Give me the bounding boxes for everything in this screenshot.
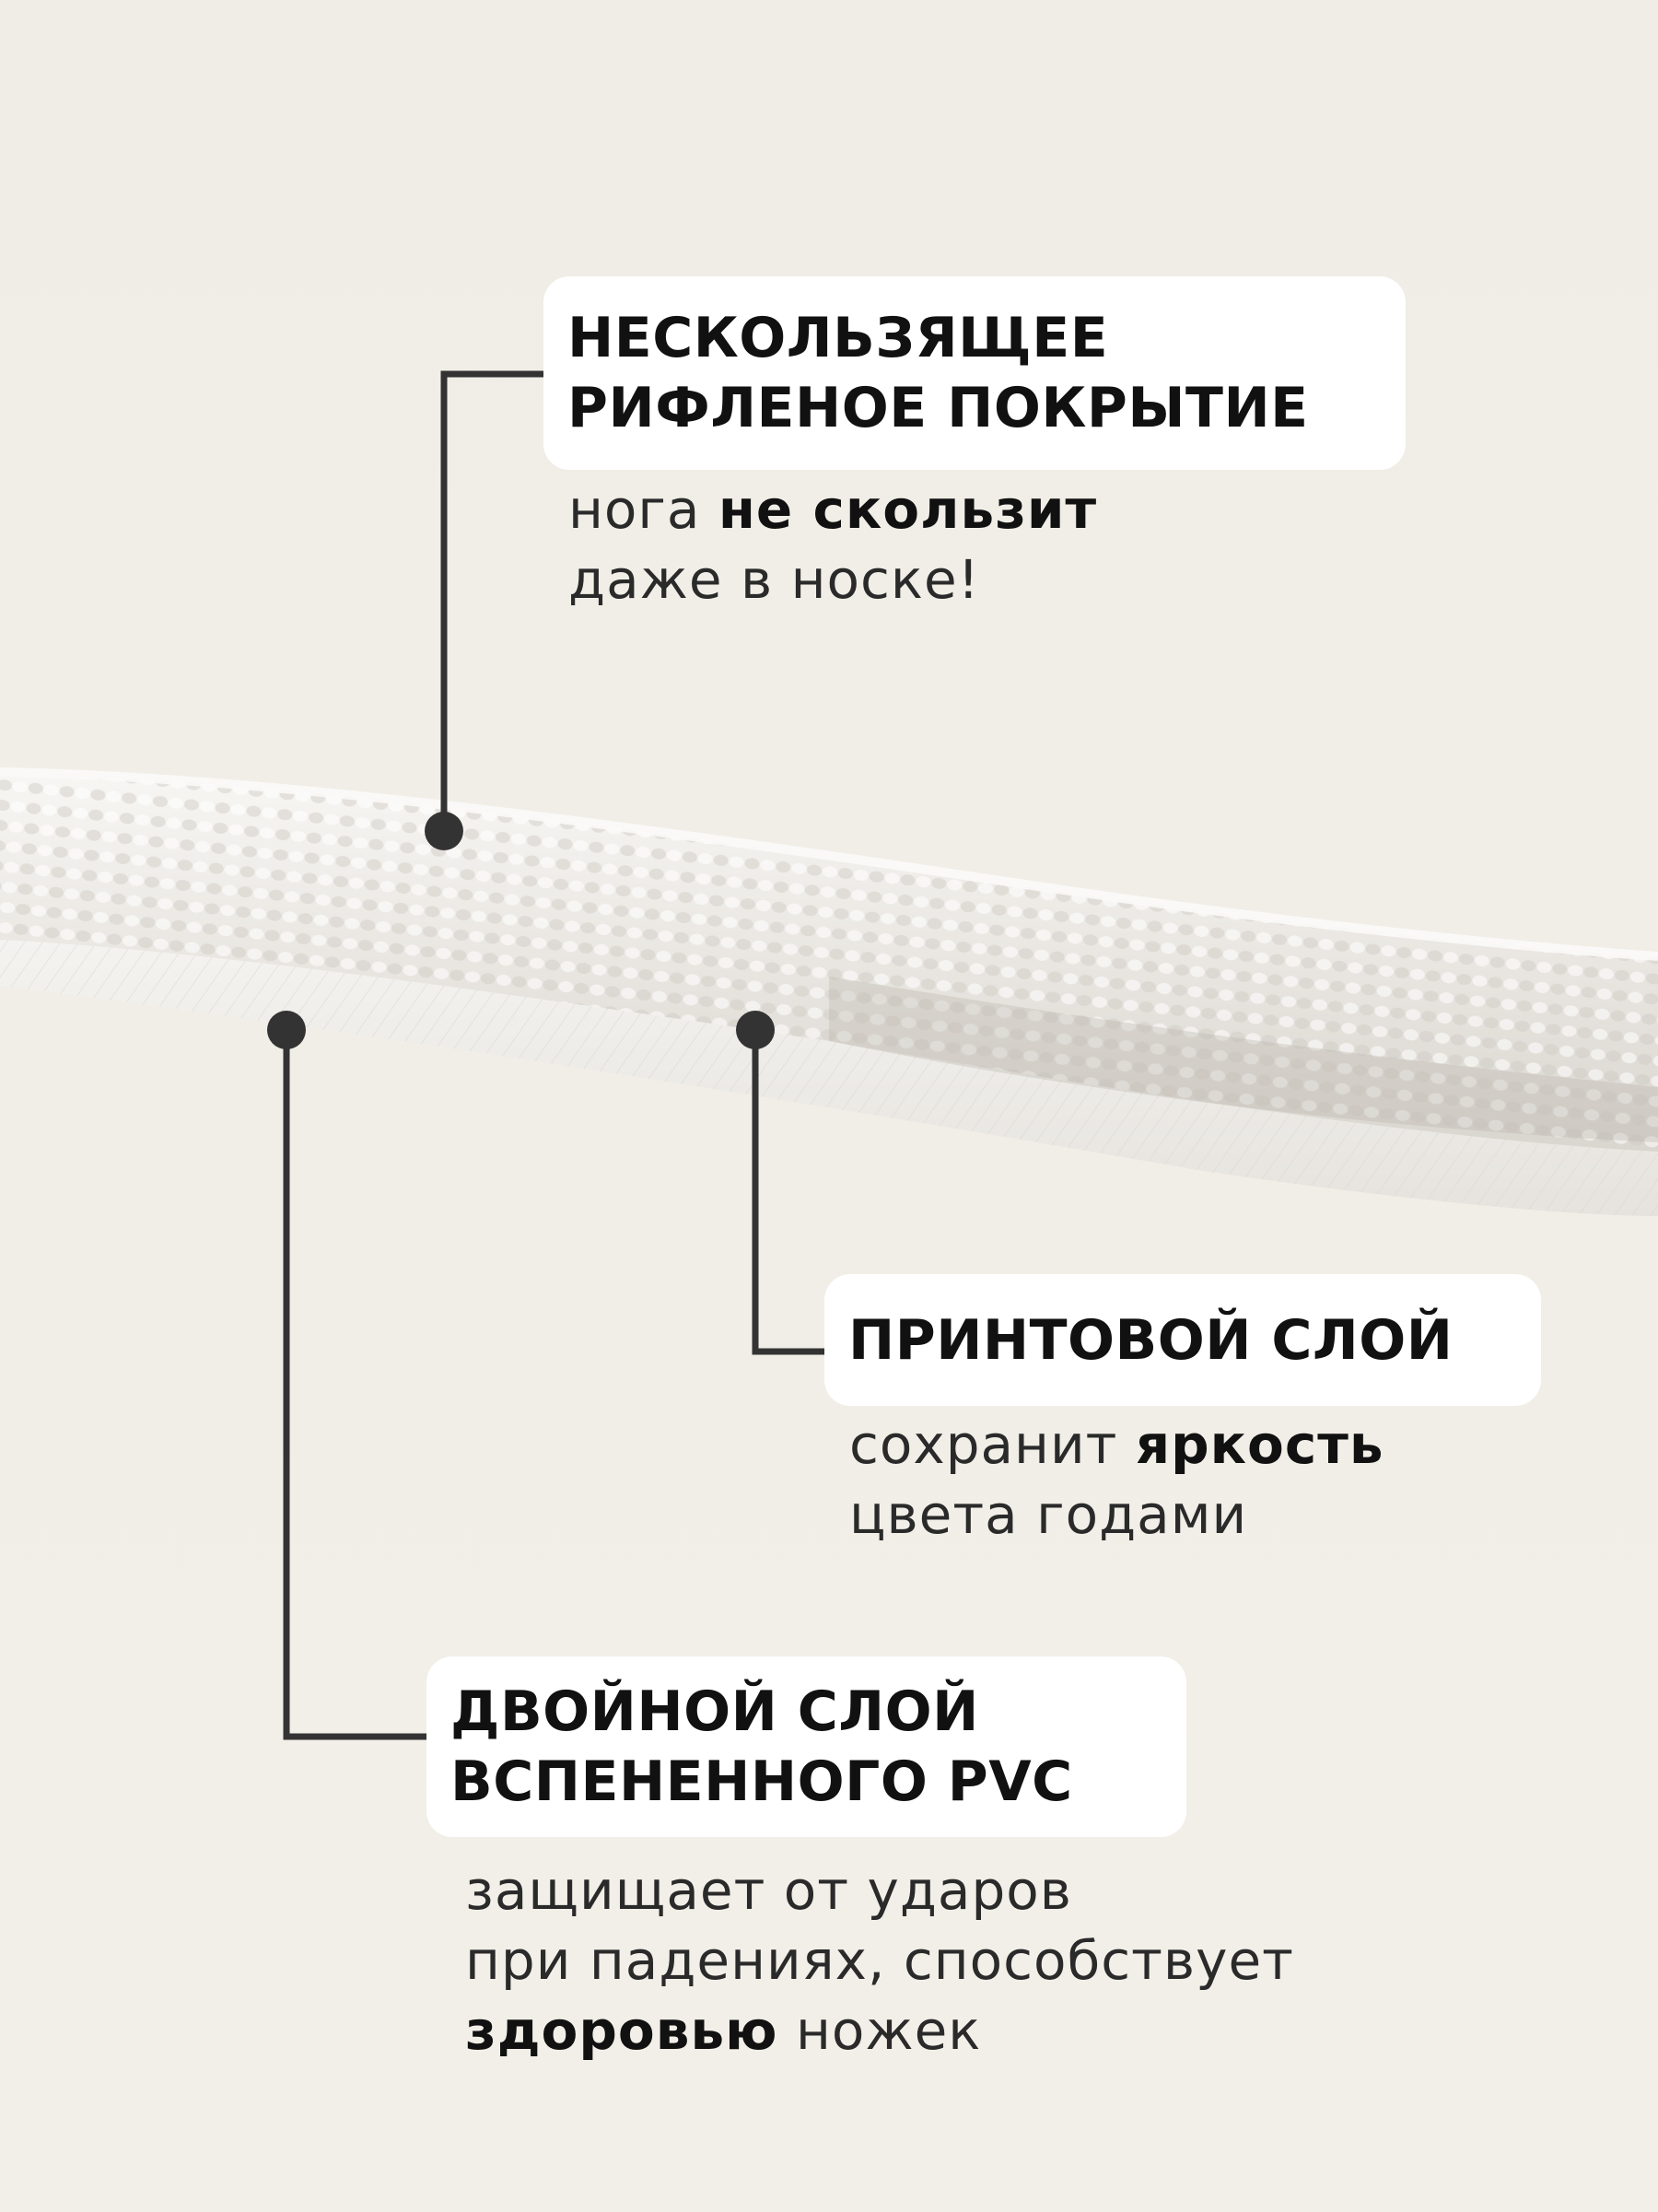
title-line: ДВОЙНОЙ СЛОЙ (450, 1679, 979, 1744)
connector-line-top (440, 370, 543, 831)
callout-title-pvc-layer: ДВОЙНОЙ СЛОЙ ВСПЕНЕННОГО PVC (426, 1656, 1186, 1837)
callout-title-print-layer: ПРИНТОВОЙ СЛОЙ (824, 1274, 1541, 1406)
connector-dot-bottom (267, 1011, 306, 1049)
connector-line-bottom (283, 1030, 428, 1740)
callout-desc-print-layer: сохранит яркость цвета годами (849, 1410, 1384, 1550)
callout-title-nonslip: НЕСКОЛЬЗЯЩЕЕ РИФЛЕНОЕ ПОКРЫТИЕ (543, 276, 1406, 470)
callout-desc-pvc-layer: защищает от ударов при падениях, способс… (465, 1855, 1294, 2066)
desc-text-bold: здоровью (465, 1999, 778, 2062)
connector-line-middle (752, 1030, 824, 1355)
desc-line: при падениях, способствует (465, 1925, 1294, 1995)
desc-text: при падениях, способствует (465, 1929, 1294, 1992)
desc-line: нога не скользит (568, 474, 1097, 544)
desc-text: сохранит (849, 1413, 1136, 1476)
title-line: ПРИНТОВОЙ СЛОЙ (848, 1307, 1454, 1373)
desc-text: нога (568, 478, 718, 541)
desc-text-bold: яркость (1135, 1413, 1384, 1476)
connector-dot-middle (736, 1011, 775, 1049)
desc-line: цвета годами (849, 1480, 1384, 1550)
desc-text: ножек (777, 1999, 982, 2062)
desc-text: защищает от ударов (465, 1859, 1072, 1922)
desc-line: здоровью ножек (465, 1995, 1294, 2066)
connector-dot-top (425, 812, 463, 850)
desc-line: защищает от ударов (465, 1855, 1294, 1925)
desc-text-bold: не скользит (718, 478, 1098, 541)
desc-text: даже в носке! (568, 548, 980, 611)
title-line: НЕСКОЛЬЗЯЩЕЕ (567, 306, 1109, 370)
title-line: РИФЛЕНОЕ ПОКРЫТИЕ (567, 376, 1309, 440)
desc-line: сохранит яркость (849, 1410, 1384, 1480)
title-line: ВСПЕНЕННОГО PVC (450, 1750, 1073, 1814)
desc-text: цвета годами (849, 1483, 1248, 1546)
callout-desc-nonslip: нога не скользит даже в носке! (568, 474, 1097, 614)
desc-line: даже в носке! (568, 544, 1097, 614)
